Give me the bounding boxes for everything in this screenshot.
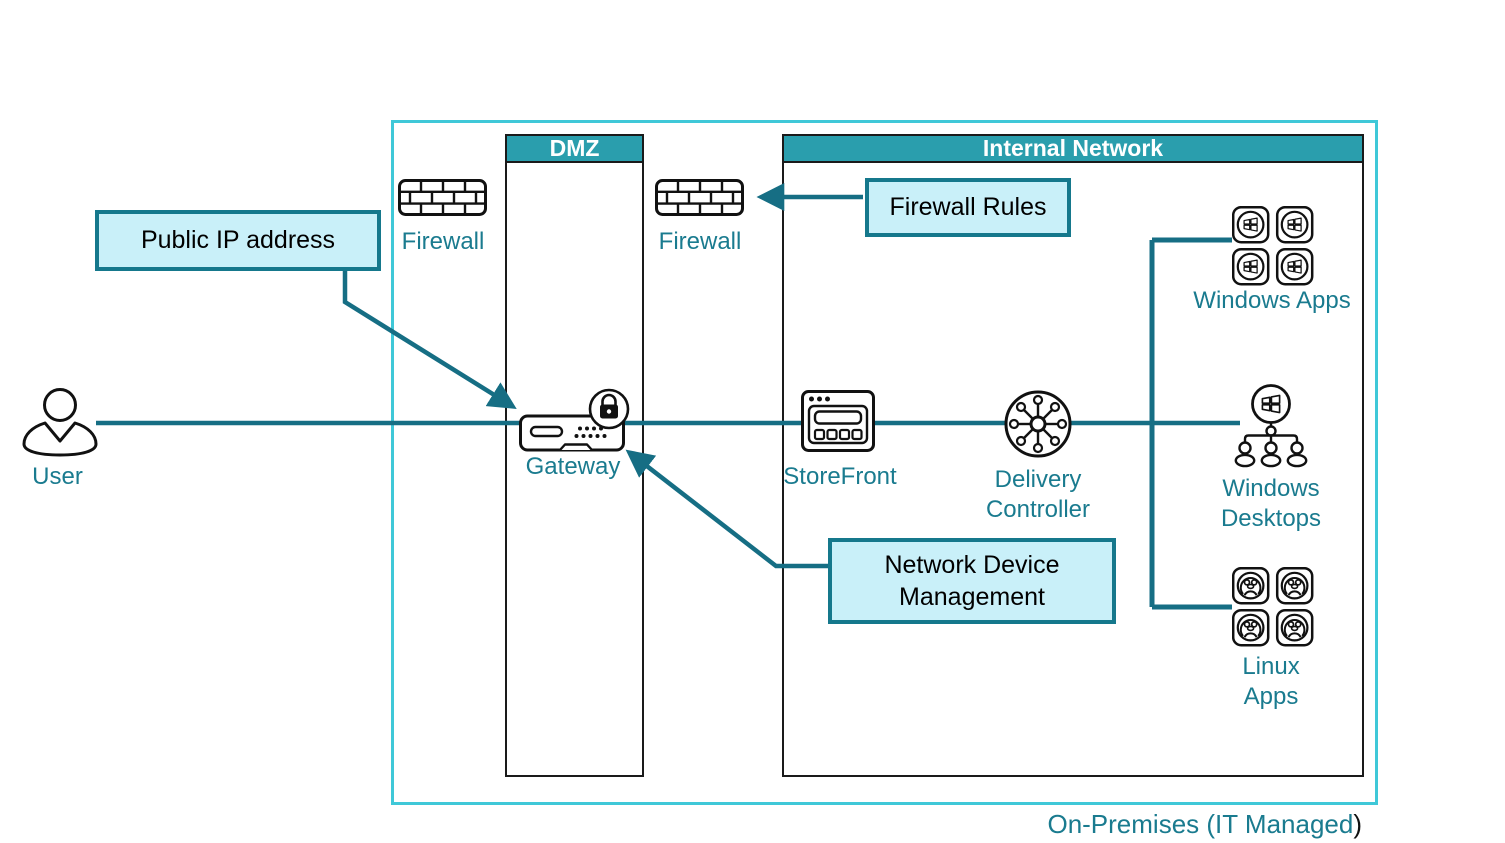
firewall-brick-icon bbox=[398, 179, 487, 216]
delivery-controller-label: Delivery Controller bbox=[985, 466, 1091, 524]
on-premises-label-text: On-Premises (IT Managed bbox=[1047, 809, 1354, 839]
arrow-ndm-to-gateway bbox=[625, 449, 828, 569]
gateway-label: Gateway bbox=[525, 453, 621, 480]
windows-desktops-label: Windows Desktops bbox=[1220, 475, 1322, 533]
gateway-slot bbox=[529, 425, 564, 438]
public-ip-callout-label: Public IP address bbox=[140, 226, 336, 255]
user-icon bbox=[22, 388, 98, 457]
firewall-rules-callout-label: Firewall Rules bbox=[889, 193, 1047, 222]
gateway-appliance-lock-icon bbox=[519, 388, 630, 452]
on-premises-label-paren: ) bbox=[1353, 809, 1362, 839]
firewall-brick-icon bbox=[655, 179, 744, 216]
firewall-inner-label: Firewall bbox=[658, 228, 742, 255]
windows-desktops-tree-icon bbox=[1234, 384, 1308, 468]
lock-icon bbox=[600, 393, 618, 419]
on-premises-zone-box bbox=[391, 120, 1378, 805]
internal-network-zone-title: Internal Network bbox=[982, 135, 1164, 161]
internal-network-zone-header: Internal Network bbox=[782, 134, 1364, 163]
public-ip-callout: Public IP address bbox=[95, 210, 381, 271]
firewall-outer-label: Firewall bbox=[401, 228, 485, 255]
browser-window-icon bbox=[801, 390, 875, 452]
hub-spoke-icon bbox=[1004, 390, 1072, 458]
windows-apps-label: Windows Apps bbox=[1193, 287, 1351, 314]
storefront-label: StoreFront bbox=[783, 463, 897, 490]
linux-apps-label: Linux Apps bbox=[1242, 653, 1300, 711]
dmz-zone-title: DMZ bbox=[549, 135, 600, 161]
firewall-rules-callout: Firewall Rules bbox=[865, 178, 1071, 237]
windows-app-tiles-icon bbox=[1232, 206, 1314, 286]
arrow-public-ip-to-gateway bbox=[342, 266, 517, 409]
dmz-zone-header: DMZ bbox=[505, 134, 644, 163]
user-label: User bbox=[32, 463, 83, 490]
network-device-management-callout-label: Network Device Management bbox=[884, 550, 1060, 612]
network-device-management-callout: Network Device Management bbox=[828, 538, 1116, 624]
linux-app-tiles-icon bbox=[1232, 567, 1314, 647]
on-premises-label: On-Premises (IT Managed) bbox=[1000, 809, 1362, 840]
